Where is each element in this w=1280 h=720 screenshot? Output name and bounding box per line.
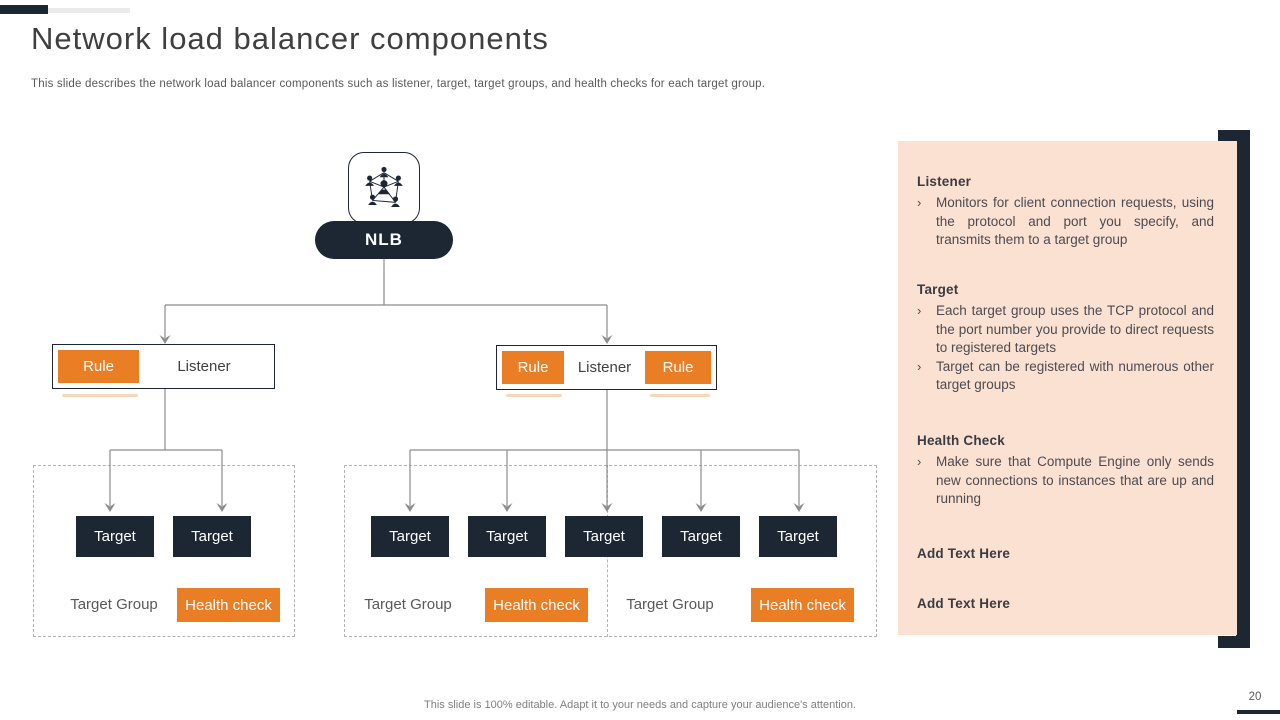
- nlb-node: NLB: [315, 221, 453, 259]
- target-box: Target: [371, 516, 449, 557]
- target-box: Target: [565, 516, 643, 557]
- panel-section-add-text-2: Add Text Here: [917, 596, 1222, 611]
- target-group-box-right: [344, 465, 877, 637]
- target-box: Target: [468, 516, 546, 557]
- rule-reflection: [650, 394, 710, 397]
- footer-note: This slide is 100% editable. Adapt it to…: [424, 699, 856, 711]
- target-group-label: Target Group: [364, 596, 452, 613]
- listener-label: Listener: [577, 359, 632, 376]
- bullet-text: Monitors for client connection requests,…: [936, 195, 1214, 247]
- page-subtitle: This slide describes the network load ba…: [31, 78, 766, 90]
- section-heading: Add Text Here: [917, 546, 1011, 561]
- target-box: Target: [76, 516, 154, 557]
- panel-accent-cap-bottom: [1218, 636, 1250, 648]
- listener-box-right: Rule Listener Rule: [496, 345, 717, 390]
- rule-reflection: [506, 394, 562, 397]
- rule-button: Rule: [645, 351, 711, 384]
- panel-accent-cap-top: [1218, 130, 1250, 142]
- panel-section-health-check: Health Check › Make sure that Compute En…: [917, 433, 1222, 509]
- panel-section-add-text-1: Add Text Here: [917, 546, 1222, 561]
- page-number: 20: [1248, 691, 1262, 703]
- top-left-accent-bar: [0, 5, 48, 14]
- bullet-marker: ›: [917, 195, 922, 210]
- network-nodes-icon: [365, 166, 403, 207]
- target-group-label: Target Group: [70, 596, 158, 613]
- target-box: Target: [662, 516, 740, 557]
- target-group-box-left: [33, 465, 295, 637]
- target-box: Target: [173, 516, 251, 557]
- bullet-marker: ›: [917, 454, 922, 469]
- bullet-text: Each target group uses the TCP protocol …: [936, 303, 1214, 355]
- page-title: Network load balancer components: [31, 21, 549, 56]
- listener-label: Listener: [177, 358, 231, 375]
- bullet-item: › Make sure that Compute Engine only sen…: [917, 453, 1222, 509]
- section-heading: Listener: [917, 174, 972, 189]
- bullet-item: › Monitors for client connection request…: [917, 194, 1222, 250]
- bullet-item: › Target can be registered with numerous…: [917, 358, 1222, 395]
- panel-section-target: Target › Each target group uses the TCP …: [917, 282, 1222, 395]
- rule-reflection: [62, 394, 138, 397]
- bullet-marker: ›: [917, 303, 922, 318]
- section-heading: Target: [917, 282, 959, 297]
- bullet-item: › Each target group uses the TCP protoco…: [917, 302, 1222, 358]
- info-panel: Listener › Monitors for client connectio…: [898, 141, 1237, 635]
- rule-button: Rule: [502, 351, 564, 384]
- rule-button: Rule: [58, 350, 139, 383]
- panel-accent-bar: [1236, 130, 1250, 648]
- section-heading: Health Check: [917, 433, 1005, 448]
- page-number-accent-bar: [1237, 710, 1280, 714]
- listener-box-left: Rule Listener: [52, 344, 275, 389]
- nlb-icon-box: [348, 152, 420, 224]
- health-check-button: Health check: [485, 588, 588, 622]
- bullet-text: Make sure that Compute Engine only sends…: [936, 454, 1214, 506]
- target-group-label: Target Group: [626, 596, 714, 613]
- health-check-button: Health check: [751, 588, 854, 622]
- bullet-marker: ›: [917, 358, 922, 374]
- bullet-text: Target can be registered with numerous o…: [936, 358, 1214, 393]
- top-left-accent-bar-light: [48, 8, 130, 13]
- section-heading: Add Text Here: [917, 596, 1011, 611]
- target-box: Target: [759, 516, 837, 557]
- panel-section-listener: Listener › Monitors for client connectio…: [917, 174, 1222, 250]
- health-check-button: Health check: [177, 588, 280, 622]
